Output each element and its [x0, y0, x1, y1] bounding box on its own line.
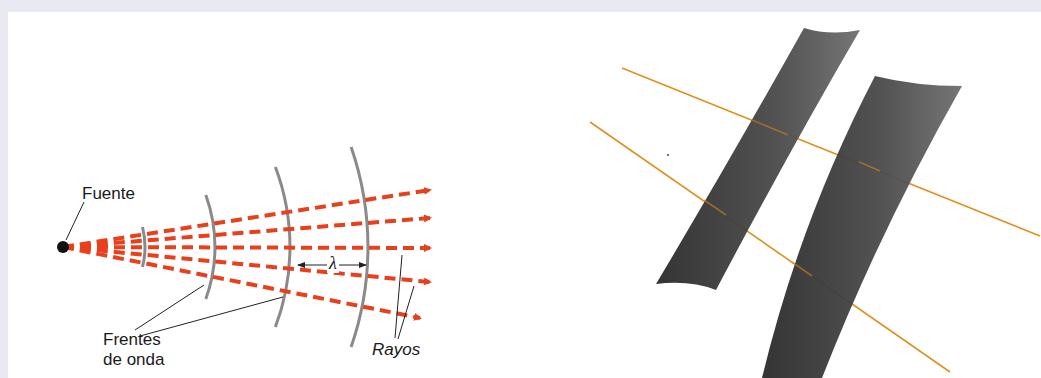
text-label: λ [327, 253, 339, 273]
text-label: Frentes de onda [103, 330, 173, 370]
text-label: Rayos [372, 340, 420, 360]
text-label: Fuente [82, 184, 135, 204]
